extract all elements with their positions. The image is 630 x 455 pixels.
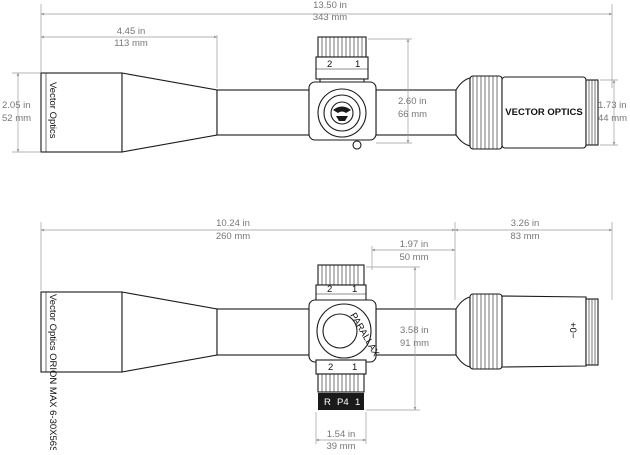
top-elevation-turret: 2 1 xyxy=(315,36,369,86)
turret-saddle xyxy=(308,81,377,150)
turret-offset-in: 1.97 in xyxy=(400,239,429,250)
objective-model-label: Vector Optics ORION MAX 6-30X56SFP xyxy=(47,294,58,450)
objective-diameter-in: 2.05 in xyxy=(2,100,31,111)
diopter-label: +0− xyxy=(567,322,578,339)
turret-width-mm: 39 mm xyxy=(326,441,355,450)
bottom-knob-label-a: R xyxy=(324,397,331,408)
bottom-view: 10.24 in 260 mm 3.26 in 83 mm 1.97 in 50… xyxy=(40,218,613,455)
overall-length-mm: 343 mm xyxy=(313,12,347,23)
dim-rear-length: 3.26 in 83 mm xyxy=(454,218,613,300)
turret-stack-height-in: 3.58 in xyxy=(400,325,429,336)
turret-width-in: 1.54 in xyxy=(327,429,356,440)
dim-turret-stack-height: 3.58 in 91 mm xyxy=(366,266,429,411)
overall-length-in: 13.50 in xyxy=(313,0,347,11)
objective-label: Vector Optics xyxy=(47,82,58,139)
dim-front-length: 10.24 in 260 mm xyxy=(40,218,456,300)
eyepiece-diameter-mm: 44 mm xyxy=(598,113,627,124)
turret-stack-height-mm: 91 mm xyxy=(400,338,429,349)
upper-turret-scale-b: 1 xyxy=(352,284,357,295)
bottom-upper-turret: 2 1 xyxy=(315,264,367,302)
eyepiece-bottom: +0− xyxy=(455,293,599,370)
objective-length-mm: 113 mm xyxy=(114,38,148,49)
top-view: 13.50 in 343 mm 4.45 in 113 mm 2.05 in 5… xyxy=(2,0,627,153)
front-length-mm: 260 mm xyxy=(216,231,250,242)
objective-length-in: 4.45 in xyxy=(117,26,146,37)
eyepiece-diameter-in: 1.73 in xyxy=(598,100,627,111)
lower-turret-scale-d: 1 xyxy=(352,362,357,373)
bottom-knob-label-b: P4 xyxy=(337,397,349,408)
rear-length-mm: 83 mm xyxy=(510,231,539,242)
upper-turret-scale-a: 2 xyxy=(327,284,332,295)
turret-height-in: 2.60 in xyxy=(398,96,427,107)
bottom-saddle: PARALLAX xyxy=(308,299,381,363)
front-length-in: 10.24 in xyxy=(216,218,250,229)
turret-offset-mm: 50 mm xyxy=(399,252,428,263)
scope-body-bottom: Vector Optics ORION MAX 6-30X56SFP xyxy=(40,291,457,455)
dim-turret-width: 1.54 in 39 mm xyxy=(315,412,367,452)
eyepiece-brand-label: VECTOR OPTICS xyxy=(505,107,582,118)
dim-turret-height: 2.60 in 66 mm xyxy=(368,38,427,144)
bottom-lower-turret: 2 1 R P4 1 xyxy=(315,359,367,410)
turret-scale-right: 1 xyxy=(355,59,360,70)
dim-eyepiece-diameter: 1.73 in 44 mm xyxy=(598,79,627,146)
rear-length-in: 3.26 in xyxy=(511,218,540,229)
dim-objective-length: 4.45 in 113 mm xyxy=(40,26,218,88)
eyepiece-top: VECTOR OPTICS xyxy=(455,75,599,150)
turret-scale-left: 2 xyxy=(327,59,332,70)
turret-height-mm: 66 mm xyxy=(398,109,427,120)
lower-turret-scale-c: 2 xyxy=(328,362,333,373)
dim-turret-offset: 1.97 in 50 mm xyxy=(371,239,456,270)
objective-diameter-mm: 52 mm xyxy=(2,113,31,124)
bottom-knob-label-c: 1 xyxy=(355,397,360,408)
dim-objective-diameter: 2.05 in 52 mm xyxy=(2,72,40,153)
scope-body-top: Vector Optics xyxy=(40,72,457,153)
